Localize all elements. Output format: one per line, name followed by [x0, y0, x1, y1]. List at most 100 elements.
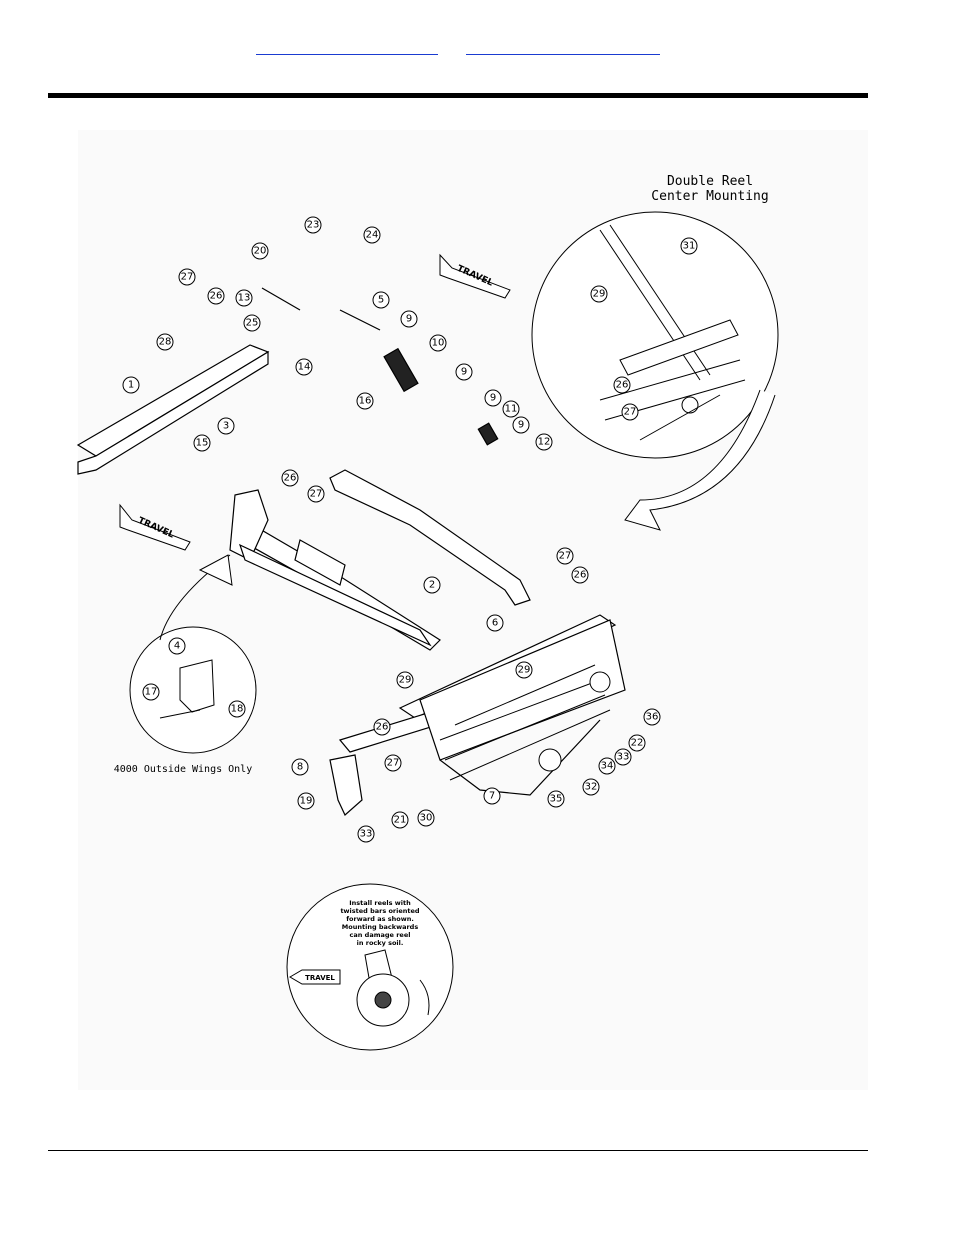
callout-label: 31 [683, 241, 696, 252]
callout-label: 24 [366, 230, 379, 241]
callout-label: 29 [518, 665, 531, 676]
callout-29: 29 [590, 285, 608, 303]
inset-title-line1: Double Reel [667, 174, 753, 189]
mount-bracket [329, 754, 363, 816]
callout-label: 10 [432, 338, 445, 349]
callout-33: 33 [614, 748, 632, 766]
callout-33: 33 [357, 825, 375, 843]
header-link-left[interactable] [256, 38, 438, 55]
callout-label: 9 [461, 367, 467, 378]
callout-23: 23 [304, 216, 322, 234]
callout-label: 11 [505, 404, 518, 415]
callout-17: 17 [142, 683, 160, 701]
callout-label: 35 [550, 794, 563, 805]
callout-label: 26 [574, 570, 587, 581]
callout-label: 27 [181, 272, 194, 283]
reel [439, 664, 611, 781]
callout-36: 36 [643, 708, 661, 726]
callout-label: 26 [376, 722, 389, 733]
callout-label: 27 [559, 551, 572, 562]
callout-label: 26 [210, 291, 223, 302]
outer-arm [229, 489, 432, 647]
callout-31: 31 [680, 237, 698, 255]
note-line-1: Install reels with [349, 899, 411, 907]
callout-label: 22 [631, 738, 644, 749]
footer-rule [48, 1150, 868, 1151]
callout-22: 22 [628, 734, 646, 752]
note-line-3: forward as shown. [346, 915, 414, 923]
callout-label: 7 [489, 791, 495, 802]
callout-label: 18 [231, 704, 244, 715]
callout-label: 33 [360, 829, 373, 840]
callout-12: 12 [535, 433, 553, 451]
callout-34: 34 [598, 757, 616, 775]
note-line-4: Mounting backwards [342, 923, 419, 931]
callout-label: 34 [601, 761, 614, 772]
callout-32: 32 [582, 778, 600, 796]
callout-label: 19 [300, 796, 313, 807]
callout-35: 35 [547, 790, 565, 808]
callout-label: 17 [145, 687, 158, 698]
callout-label: 9 [490, 393, 496, 404]
callout-26: 26 [373, 718, 391, 736]
callout-5: 5 [372, 291, 390, 309]
callout-label: 16 [359, 396, 372, 407]
callout-label: 26 [284, 473, 297, 484]
callout-29: 29 [396, 671, 414, 689]
callout-label: 1 [128, 380, 134, 391]
callout-label: 32 [585, 782, 598, 793]
callout-label: 26 [616, 380, 629, 391]
spring-rod [261, 287, 499, 446]
callout-15: 15 [193, 434, 211, 452]
callout-27: 27 [307, 485, 325, 503]
callout-6: 6 [486, 614, 504, 632]
callout-label: 29 [593, 289, 606, 300]
callout-label: 14 [298, 362, 311, 373]
callout-label: 25 [246, 318, 259, 329]
callout-8: 8 [291, 758, 309, 776]
callout-9: 9 [484, 389, 502, 407]
callout-3: 3 [217, 417, 235, 435]
inset-double-reel: Double Reel Center Mounting [531, 174, 779, 531]
callout-18: 18 [228, 700, 246, 718]
callout-7: 7 [483, 787, 501, 805]
callout-27: 27 [621, 403, 639, 421]
callout-label: 13 [238, 293, 251, 304]
callout-label: 9 [406, 314, 412, 325]
callout-label: 8 [297, 762, 303, 773]
callout-label: 6 [492, 618, 498, 629]
callout-26: 26 [207, 287, 225, 305]
callout-11: 11 [502, 400, 520, 418]
callout-label: 3 [223, 421, 229, 432]
callout-9: 9 [400, 310, 418, 328]
callout-label: 21 [394, 815, 407, 826]
callout-label: 20 [254, 246, 267, 257]
callout-30: 30 [417, 809, 435, 827]
callout-9: 9 [455, 363, 473, 381]
callout-label: 15 [196, 438, 209, 449]
callout-label: 27 [387, 758, 400, 769]
callout-label: 30 [420, 813, 433, 824]
callout-label: 28 [159, 337, 172, 348]
callout-27: 27 [556, 547, 574, 565]
callout-label: 9 [518, 420, 524, 431]
callout-label: 5 [378, 295, 384, 306]
reel-frame [338, 614, 626, 796]
callout-28: 28 [156, 333, 174, 351]
callout-label: 33 [617, 752, 630, 763]
callout-4: 4 [168, 637, 186, 655]
header-link-right[interactable] [466, 38, 660, 55]
callout-10: 10 [429, 334, 447, 352]
note-line-6: in rocky soil. [357, 939, 404, 947]
callout-25: 25 [243, 314, 261, 332]
callout-label: 12 [538, 437, 551, 448]
callout-27: 27 [384, 754, 402, 772]
callout-26: 26 [281, 469, 299, 487]
callout-24: 24 [363, 226, 381, 244]
callout-27: 27 [178, 268, 196, 286]
callout-29: 29 [515, 661, 533, 679]
callout-19: 19 [297, 792, 315, 810]
callout-group: 1234567891011121314151617181920212223242… [122, 216, 698, 843]
header-rule [48, 93, 868, 98]
